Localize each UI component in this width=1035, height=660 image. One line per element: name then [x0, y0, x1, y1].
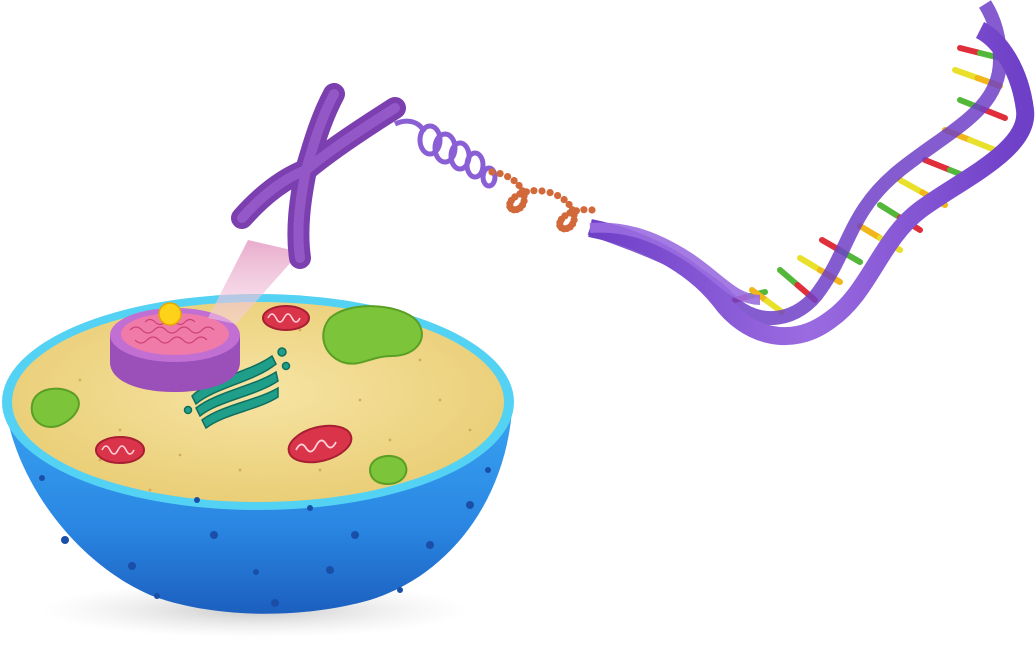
membrane-pores [39, 467, 491, 607]
mitochondrion-left [95, 436, 145, 464]
nucleosome-bead [560, 196, 568, 204]
base-pair-half [797, 255, 823, 273]
nucleus [110, 302, 240, 392]
nucleosome-bead [580, 206, 588, 214]
nucleosome-bead [530, 187, 538, 195]
vacuole-large [322, 305, 423, 365]
magnification-beam [208, 240, 300, 324]
nucleolus [158, 302, 182, 326]
dna-strand-ribbon [589, 222, 761, 305]
mitochondrion-right [287, 424, 353, 464]
nucleosome-bead [496, 170, 504, 178]
nucleosome-beads [488, 168, 596, 233]
vacuole-small [368, 454, 408, 486]
nucleosome-bead [522, 188, 531, 196]
nucleosome-bead [565, 200, 573, 209]
base-pair-half [877, 202, 903, 221]
nucleosome-bead [516, 190, 524, 198]
nucleosome-bead [538, 187, 546, 195]
nucleosome-bead [588, 206, 596, 214]
golgi-apparatus [183, 347, 291, 430]
dna-strand-front [588, 21, 1035, 345]
vacuole-left [30, 387, 80, 428]
chromatin-coil [393, 118, 498, 189]
nucleosome-bead [515, 181, 523, 190]
base-pair-half [777, 267, 801, 288]
dna-double-helix [587, 0, 1035, 345]
base-pair-half [857, 223, 883, 241]
nucleosome-bead [572, 207, 581, 215]
nucleosome-bead [546, 189, 554, 197]
cell [2, 294, 514, 614]
nucleosome-bead [554, 192, 562, 200]
nucleosome-bead [566, 209, 574, 217]
nucleosome-bead [504, 173, 512, 181]
base-pair-half [952, 67, 981, 81]
nucleosome-bead [510, 177, 518, 185]
base-pair-half [922, 157, 953, 173]
mitochondrion-top [262, 305, 310, 331]
chromosome [231, 83, 406, 269]
base-pair-half [897, 177, 926, 196]
base-pair-half [957, 45, 983, 56]
nucleus-interior [121, 313, 229, 355]
base-pair-half [967, 137, 998, 153]
base-pair-half [764, 298, 785, 315]
nucleosome-bead [488, 168, 496, 176]
dna-strand-back [587, 0, 1008, 325]
